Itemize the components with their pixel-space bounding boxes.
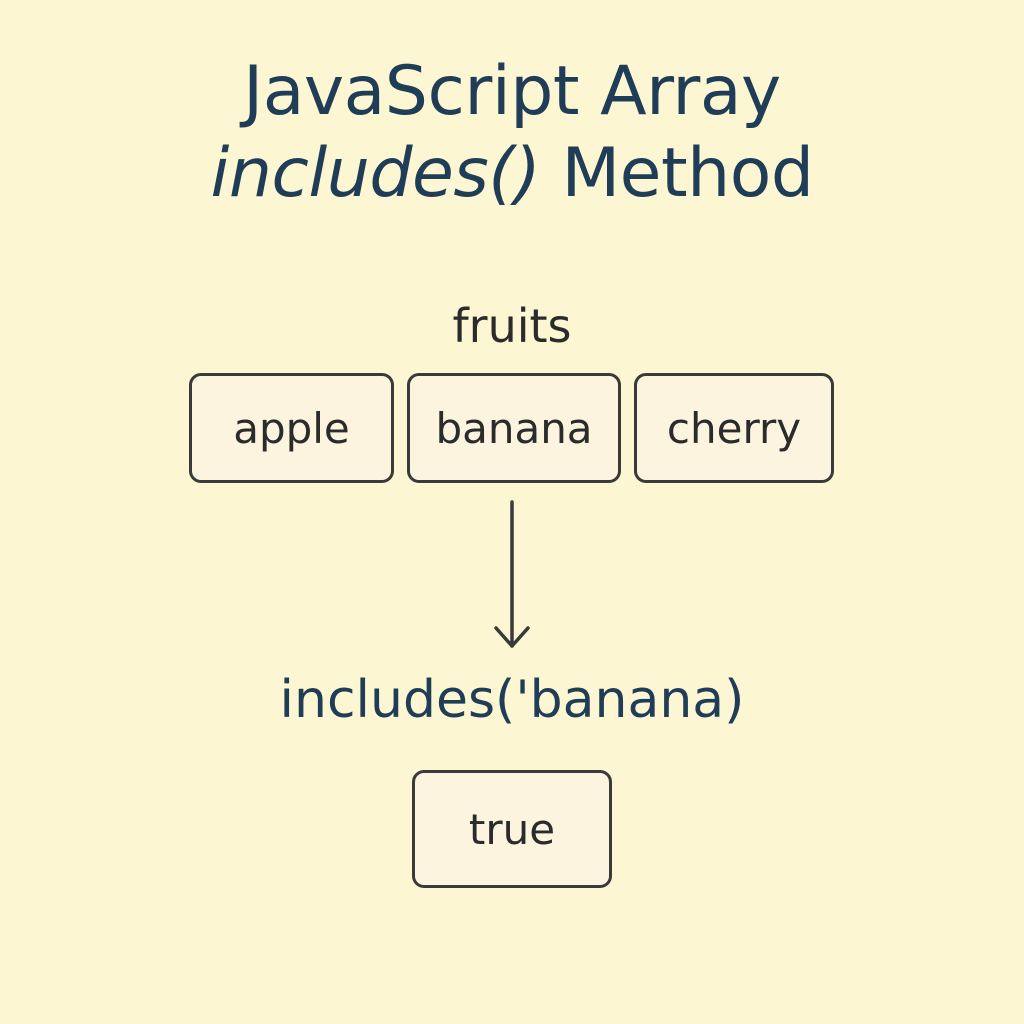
title-line-2: includes() Method xyxy=(0,134,1024,214)
array-element-banana: banana xyxy=(407,373,621,483)
method-suffix: Method xyxy=(540,134,814,213)
array-name-label: fruits xyxy=(452,299,572,353)
result-box: true xyxy=(412,770,612,888)
method-call-expression: includes('banana) xyxy=(279,670,745,730)
array-element-cherry: cherry xyxy=(634,373,834,483)
title-line-1: JavaScript Array xyxy=(243,52,781,131)
array-element-apple: apple xyxy=(189,373,394,483)
down-arrow-icon xyxy=(494,500,530,648)
method-name: includes() xyxy=(210,134,541,213)
